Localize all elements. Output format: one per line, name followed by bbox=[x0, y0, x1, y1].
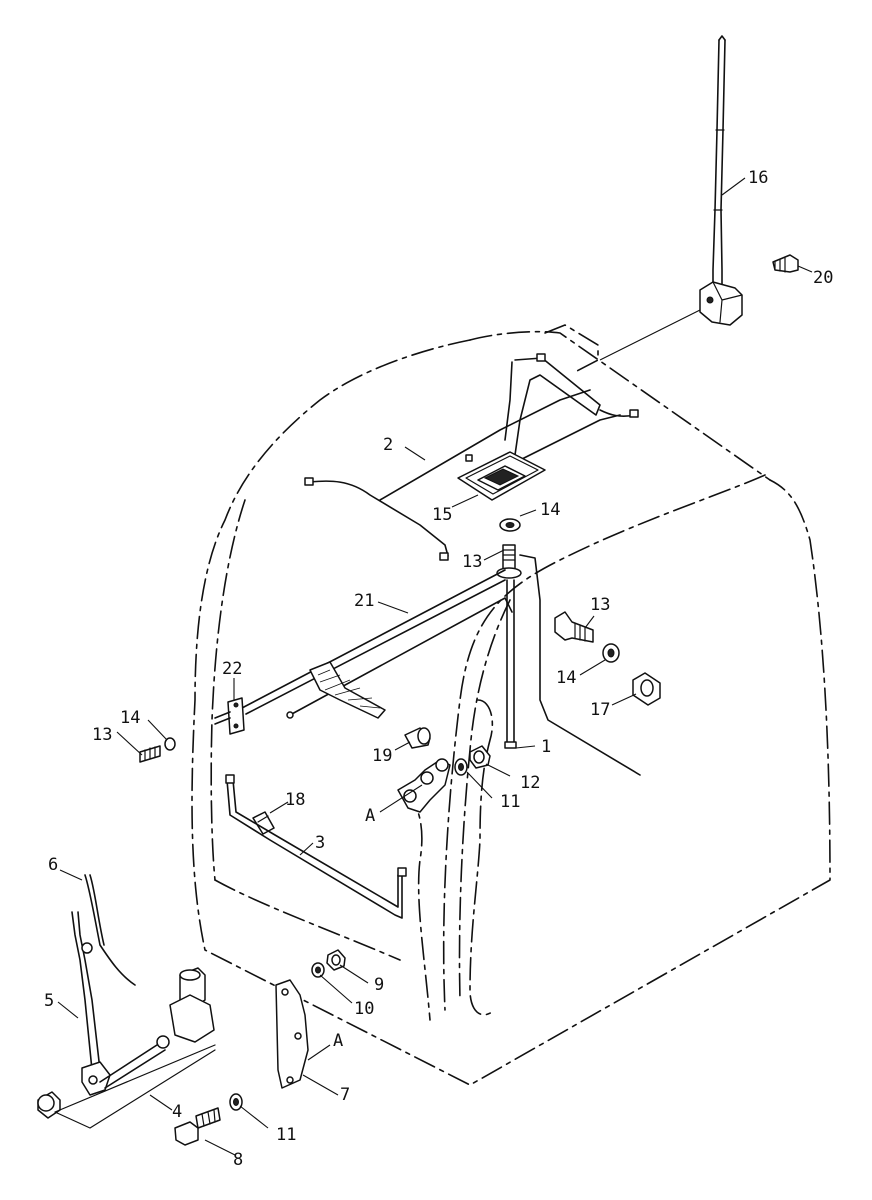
callout-15: 15 bbox=[432, 505, 452, 525]
harness-2 bbox=[304, 353, 639, 561]
callout-3: 3 bbox=[315, 833, 325, 853]
callout-4: 4 bbox=[172, 1102, 182, 1122]
callout-22: 22 bbox=[222, 659, 242, 679]
callout-2: 2 bbox=[383, 435, 393, 455]
callout-14-left: 14 bbox=[120, 708, 140, 728]
bolt-13-right bbox=[554, 611, 661, 706]
harness-21 bbox=[241, 569, 513, 719]
plate-22 bbox=[214, 697, 245, 735]
callout-labels: 16 20 2 15 14 13 21 13 14 17 22 14 13 19… bbox=[44, 168, 833, 1170]
wiper-arm-5-6 bbox=[71, 874, 136, 1096]
switch-15 bbox=[457, 451, 546, 501]
rod-1 bbox=[496, 544, 641, 776]
callout-11-upper: 11 bbox=[500, 792, 520, 812]
callout-17: 17 bbox=[590, 700, 610, 720]
bracket-A bbox=[397, 745, 491, 813]
fastener-9-10 bbox=[311, 949, 346, 978]
callout-19: 19 bbox=[372, 746, 392, 766]
bolt-13-top bbox=[502, 544, 516, 571]
callout-5: 5 bbox=[44, 991, 54, 1011]
plate-7 bbox=[275, 979, 309, 1089]
callout-8: 8 bbox=[233, 1150, 243, 1170]
callout-A-upper: A bbox=[365, 806, 375, 826]
cab-outline bbox=[191, 324, 831, 1086]
callout-10: 10 bbox=[354, 999, 374, 1019]
washer-11-bottom bbox=[229, 1093, 243, 1111]
wiper-motor-4 bbox=[37, 967, 216, 1129]
callout-16: 16 bbox=[748, 168, 768, 188]
callout-13-right: 13 bbox=[590, 595, 610, 615]
callout-6: 6 bbox=[48, 855, 58, 875]
callout-13-left: 13 bbox=[92, 725, 112, 745]
callout-20: 20 bbox=[813, 268, 833, 288]
callout-13-top: 13 bbox=[462, 552, 482, 572]
callout-11-lower: 11 bbox=[276, 1125, 296, 1145]
washer-14-top bbox=[499, 518, 521, 532]
callout-18: 18 bbox=[285, 790, 305, 810]
bolt-13-left bbox=[139, 737, 176, 763]
nozzle-18 bbox=[252, 811, 275, 835]
leader-lines bbox=[57, 177, 813, 1156]
wiper-motor bbox=[309, 661, 431, 749]
antenna-bracket bbox=[699, 281, 743, 326]
callout-A-lower: A bbox=[333, 1031, 343, 1051]
harness-3 bbox=[225, 774, 407, 919]
antenna-assembly bbox=[599, 35, 799, 361]
bolt-8 bbox=[174, 1107, 221, 1146]
callout-14-right: 14 bbox=[556, 668, 576, 688]
callout-9: 9 bbox=[374, 975, 384, 995]
callout-21: 21 bbox=[354, 591, 374, 611]
callout-1: 1 bbox=[541, 737, 551, 757]
callout-7: 7 bbox=[340, 1085, 350, 1105]
callout-12: 12 bbox=[520, 773, 540, 793]
callout-14-top: 14 bbox=[540, 500, 560, 520]
